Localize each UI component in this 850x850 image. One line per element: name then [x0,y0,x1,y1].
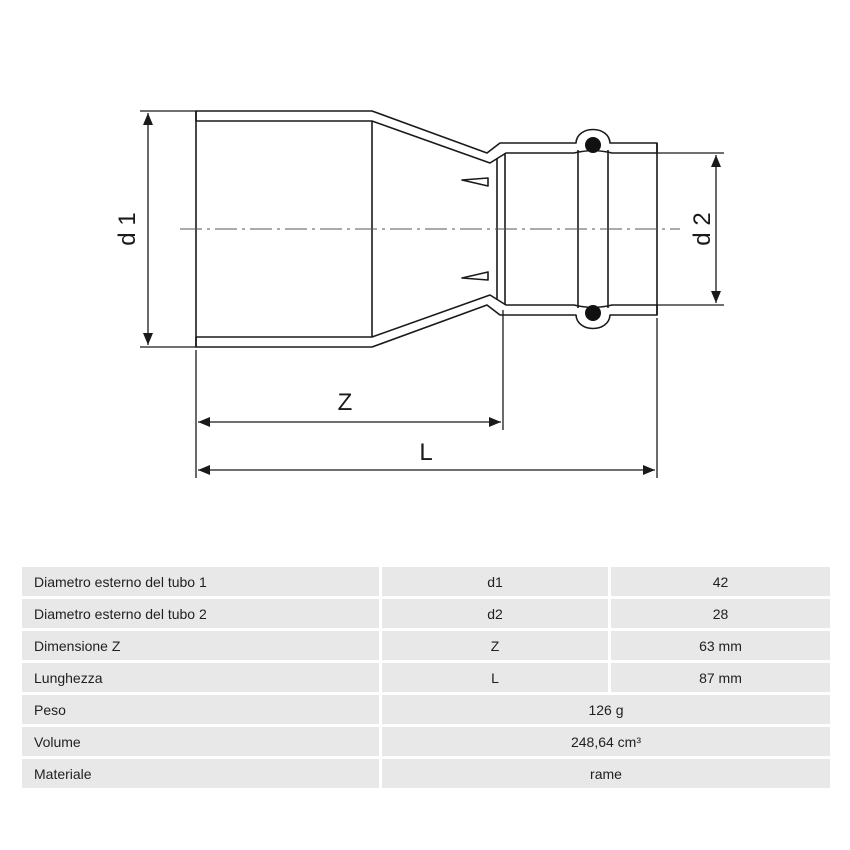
stop-tooth-bottom [461,271,489,281]
row-label: Diametro esterno del tubo 1 [22,567,379,596]
upper-wall [195,110,658,164]
specifications-table: Diametro esterno del tubo 1 d1 42 Diamet… [22,564,830,791]
row-label: Peso [22,695,379,724]
fitting-body [195,110,658,348]
row-value: 28 [611,599,830,628]
row-value: 126 g [382,695,830,724]
o-ring-bottom [585,305,601,321]
row-label: Lunghezza [22,663,379,692]
table-row: Dimensione Z Z 63 mm [22,631,830,660]
lower-wall [195,294,658,348]
table-row: Peso 126 g [22,695,830,724]
row-symbol: d1 [382,567,608,596]
row-label: Diametro esterno del tubo 2 [22,599,379,628]
row-symbol: d2 [382,599,608,628]
z-label: Z [338,389,353,416]
row-value: 42 [611,567,830,596]
row-symbol: Z [382,631,608,660]
l-label: L [419,439,432,466]
stop-tooth-top [461,177,489,187]
row-value: 87 mm [611,663,830,692]
row-label: Materiale [22,759,379,788]
row-value: 248,64 cm³ [382,727,830,756]
row-value: rame [382,759,830,788]
fitting-technical-drawing: d 1 d 2 Z L [114,110,724,478]
d2-label: d 2 [689,212,716,245]
o-ring-top [585,137,601,153]
dimension-lines [140,110,724,478]
d1-label: d 1 [114,212,141,245]
row-label: Dimensione Z [22,631,379,660]
row-label: Volume [22,727,379,756]
row-value: 63 mm [611,631,830,660]
table-row: Materiale rame [22,759,830,788]
table-row: Lunghezza L 87 mm [22,663,830,692]
row-symbol: L [382,663,608,692]
table-row: Diametro esterno del tubo 1 d1 42 [22,567,830,596]
table-row: Diametro esterno del tubo 2 d2 28 [22,599,830,628]
table-row: Volume 248,64 cm³ [22,727,830,756]
